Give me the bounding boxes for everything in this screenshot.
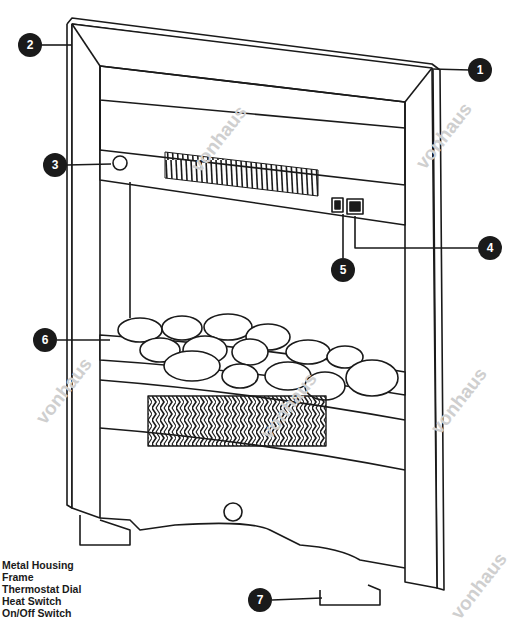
- callout-number: 4: [487, 242, 494, 254]
- callout-number: 7: [257, 594, 264, 606]
- part-name: Heat Switch: [2, 595, 62, 607]
- callout-circle: 3: [43, 153, 67, 177]
- callout-circle: 5: [331, 258, 355, 282]
- callout-circle: 2: [18, 33, 42, 57]
- callout-number: 2: [27, 39, 34, 51]
- callout-number: 6: [42, 334, 49, 346]
- watermark: vonhaus: [446, 548, 511, 623]
- callout-circle: 7: [248, 588, 272, 612]
- callout-circle: 1: [468, 58, 492, 82]
- part-name: Thermostat Dial: [2, 583, 81, 595]
- callout-circle: 4: [478, 236, 502, 260]
- callout-number: 1: [477, 64, 484, 76]
- part-name: Metal Housing: [2, 559, 74, 571]
- callout-number: 5: [340, 264, 347, 276]
- part-name: Frame: [2, 571, 34, 583]
- callout-number: 3: [52, 159, 59, 171]
- part-name: On/Off Switch: [2, 607, 71, 619]
- callout-circle: 6: [33, 328, 57, 352]
